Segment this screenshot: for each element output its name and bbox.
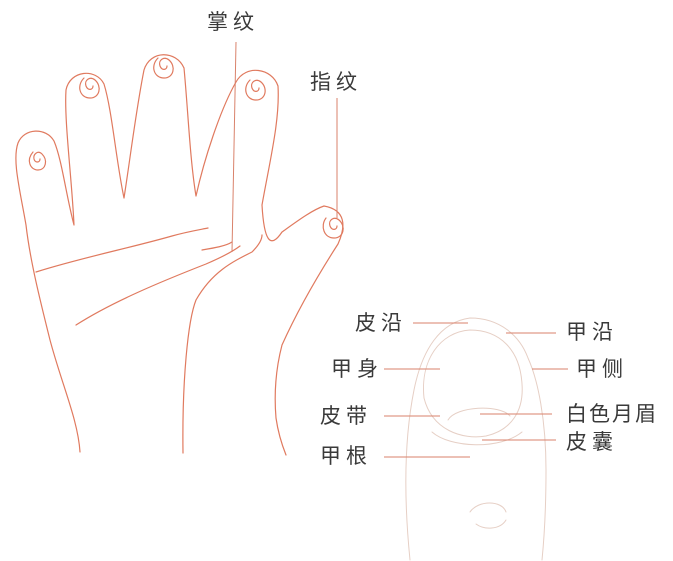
label-nail-fold-edge: 皮沿 (355, 311, 407, 335)
knuckle-crease (469, 502, 507, 513)
fingerprint-whorl-5 (322, 217, 344, 239)
nail-root-arc (431, 431, 523, 446)
label-nail-fold-sac: 皮囊 (566, 430, 618, 454)
finger-outline (405, 317, 547, 561)
hand-drawing (15, 54, 344, 456)
hand-leader-lines (231, 41, 338, 253)
label-nail-body: 甲身 (331, 357, 383, 381)
palm-crease-3 (201, 241, 233, 251)
nail-drawing (405, 317, 547, 561)
label-fingerprint: 指纹 (310, 70, 362, 94)
hand-outline (15, 54, 344, 456)
knuckle-crease-2 (475, 519, 507, 529)
fingerprint-whorl-4 (245, 79, 266, 101)
label-lunula: 白色月眉 (566, 402, 658, 426)
nail-outline (422, 329, 523, 438)
fingerprint-whorl-2 (79, 77, 100, 99)
nail-leader-lines (384, 322, 568, 458)
label-nail-side: 甲侧 (576, 357, 628, 381)
wrist-line (182, 234, 263, 454)
label-nail-root: 甲根 (320, 444, 372, 468)
label-nail-edge: 甲沿 (566, 320, 618, 344)
fingerprint-whorl-3 (153, 57, 174, 79)
label-cuticle: 皮带 (320, 404, 372, 428)
lunula-arc (447, 407, 511, 421)
palm-crease-1 (35, 227, 209, 273)
palm-crease-2 (75, 245, 241, 326)
palm-print-leader (231, 41, 237, 253)
label-palm-print: 掌纹 (207, 10, 259, 34)
fingerprint-whorl-1 (28, 151, 47, 171)
